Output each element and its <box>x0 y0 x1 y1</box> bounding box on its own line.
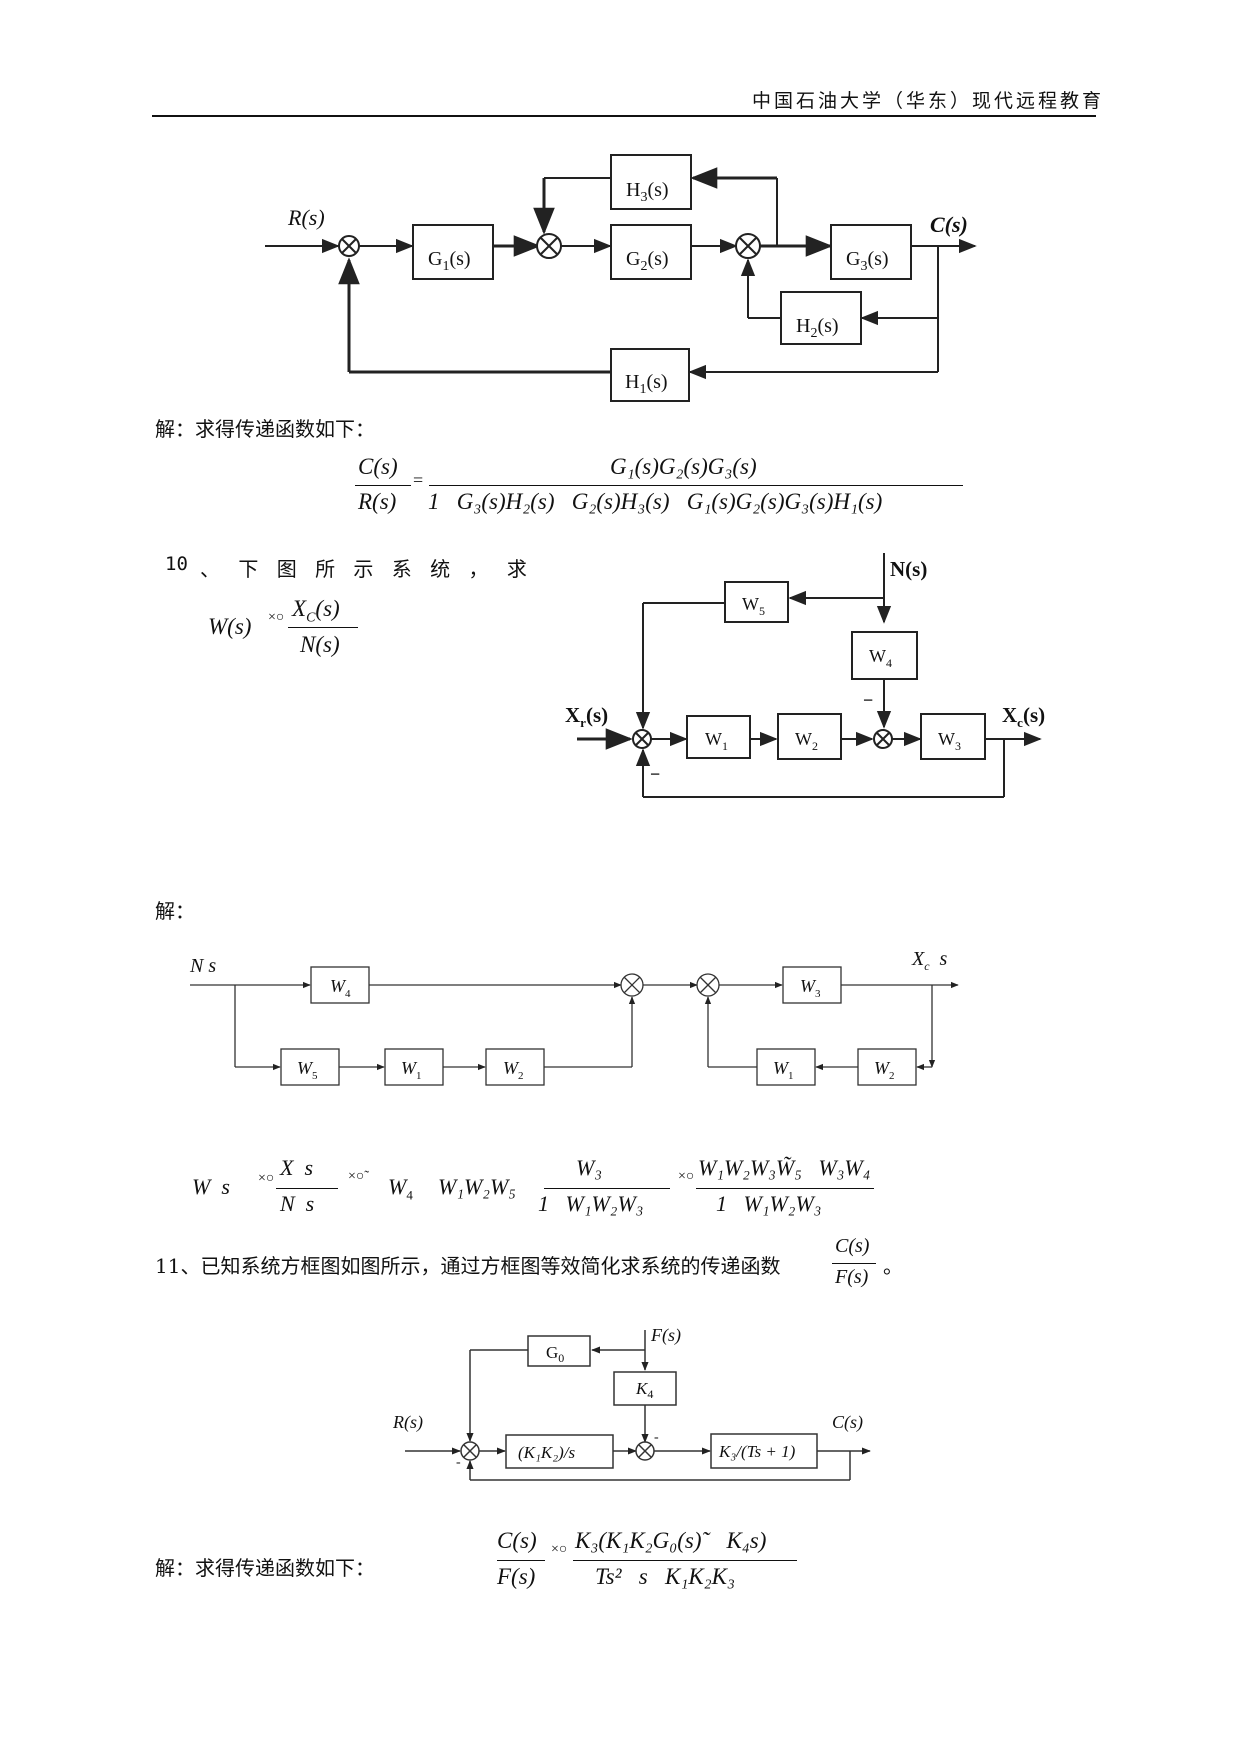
problem10-text: 、 下 图 所 示 系 统 ， 求 <box>200 557 533 581</box>
block-w5 <box>724 581 789 623</box>
d3-n-label: N s <box>189 955 216 977</box>
d4-block-g0 <box>527 1335 591 1367</box>
formula-2: W s ×○ X s N s ×○˜ W4 W₁W₂W₅ W₃ 1 W₁W₂W₃… <box>192 1155 892 1235</box>
problem10-number: 10 <box>165 553 188 575</box>
block-w4-label: W4 <box>869 646 892 670</box>
d3-w3-label: W3 <box>800 976 821 1000</box>
solution-label-2: 解： <box>155 899 195 923</box>
d2-minus-2: − <box>650 764 660 784</box>
block-w1-label: W1 <box>705 729 728 753</box>
problem11-fraction: C(s) F(s) <box>832 1235 882 1295</box>
d4-minus-1: - <box>456 1455 461 1470</box>
block-h1 <box>610 348 690 402</box>
block-w2-label: W2 <box>795 729 818 753</box>
f1-lhs-den: R(s) <box>358 489 397 514</box>
d1-output-label: C(s) <box>930 212 968 237</box>
block-h2-label: H2(s) <box>796 315 839 341</box>
header-rule <box>152 115 1096 117</box>
block-g2-label: G2(s) <box>626 248 669 274</box>
d4-r-label: R(s) <box>392 1412 423 1433</box>
block-g2 <box>610 224 692 280</box>
formula-3: C(s) F(s) ×○ K₃(K₁K₂G₀(s)˜ K₄s) Ts² s K₁… <box>497 1528 817 1608</box>
block-h3 <box>610 154 692 210</box>
d3-w5-label: W5 <box>297 1058 318 1082</box>
d4-block-k3 <box>710 1433 818 1469</box>
f1-num: G₁(s)G₂(s)G₃(s) <box>610 454 757 479</box>
d4-c-label: C(s) <box>832 1412 863 1433</box>
d4-k1k2-label: (K₁K₂)/s <box>518 1443 576 1462</box>
d1-input-label: R(s) <box>287 205 325 230</box>
d2-n-label: N(s) <box>890 557 927 581</box>
problem11-end: 。 <box>883 1254 903 1278</box>
block-h1-label: H1(s) <box>625 371 668 397</box>
f1-lhs-num: C(s) <box>358 454 398 479</box>
d3-block-w2b <box>857 1048 917 1086</box>
d4-block-k4 <box>613 1371 677 1406</box>
block-g3 <box>830 224 912 280</box>
problem11-text: 11、已知系统方框图如图所示，通过方框图等效简化求系统的传递函数 <box>155 1254 781 1278</box>
d4-block-k1k2 <box>505 1434 614 1469</box>
block-g3-label: G3(s) <box>846 248 889 274</box>
block-g1 <box>412 224 494 280</box>
d4-k4-label: K4 <box>635 1379 653 1401</box>
d2-xc-label: Xc(s) <box>1002 703 1045 730</box>
block-w2 <box>777 713 842 760</box>
block-w3 <box>920 713 986 760</box>
d2-xr-label: Xr(s) <box>565 703 608 730</box>
svg-text:R(s): R(s) <box>287 205 325 230</box>
d4-f-label: F(s) <box>650 1325 681 1346</box>
d4-minus-2: - <box>654 1430 659 1445</box>
d3-w1-label: W1 <box>401 1058 422 1082</box>
solution-label-1: 解：求得传递函数如下： <box>155 417 375 441</box>
block-g1-label: G1(s) <box>428 248 471 274</box>
svg-text:C(s): C(s) <box>930 212 968 237</box>
d4-g0-label: G0 <box>546 1343 564 1365</box>
d4-k3-label: K₃/(Ts + 1) <box>718 1442 796 1461</box>
formula-1: C(s) R(s) = G₁(s)G₂(s)G₃(s) 1 G₃(s)H₂(s)… <box>355 450 965 520</box>
block-h3-label: H3(s) <box>626 179 669 205</box>
d3-block-w1 <box>384 1048 444 1086</box>
d2-minus-1: − <box>863 690 873 710</box>
d3-block-w1b <box>756 1048 816 1086</box>
d3-w2-label: W2 <box>503 1058 524 1082</box>
d3-w4-label: W4 <box>330 976 351 1000</box>
block-w1 <box>686 715 751 759</box>
d3-w2b-label: W2 <box>874 1058 895 1082</box>
f1-den: 1 G₃(s)H₂(s) G₂(s)H₃(s) G₁(s)G₂(s)G₃(s)H… <box>428 489 883 514</box>
block-w5-label: W5 <box>742 594 765 618</box>
block-w4 <box>851 631 918 680</box>
block-w3-label: W3 <box>938 729 961 753</box>
solution-label-3: 解：求得传递函数如下： <box>155 1556 375 1580</box>
d3-block-w3 <box>782 966 842 1004</box>
d3-w1b-label: W1 <box>773 1058 794 1082</box>
d3-block-w4 <box>310 966 370 1004</box>
page-header: 中国石油大学（华东）现代远程教育 <box>751 90 1104 112</box>
problem10-formula: W(s) ×○ XC(s) N(s) <box>208 596 368 666</box>
